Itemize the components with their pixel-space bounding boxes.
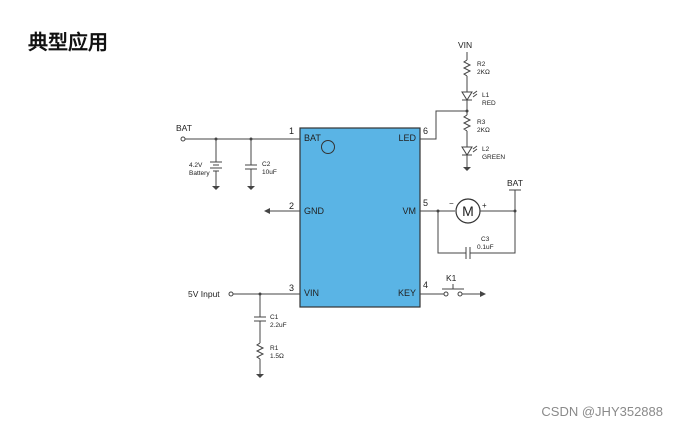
c1-name: C1 <box>270 314 279 321</box>
net-label-bat-left: BAT <box>176 123 192 133</box>
pin1-marker <box>321 140 335 154</box>
l1-value: RED <box>482 100 496 107</box>
resistor-r3 <box>462 114 472 132</box>
net-label-vin: VIN <box>458 40 472 50</box>
l2-value: GREEN <box>482 154 505 161</box>
l1-name: L1 <box>482 92 490 99</box>
battery-symbol <box>210 161 222 172</box>
c3-name: C3 <box>481 236 490 243</box>
pin-name-led: LED <box>398 133 416 143</box>
capacitor-c1 <box>254 316 266 322</box>
net-label-bat-right: BAT <box>507 178 523 188</box>
r2-name: R2 <box>477 61 486 68</box>
r1-name: R1 <box>270 345 279 352</box>
l2-name: L2 <box>482 146 490 153</box>
r3-value: 2KΩ <box>477 127 490 134</box>
led-l1 <box>461 90 478 101</box>
battery-value: 4.2V <box>189 162 203 169</box>
ic-chip <box>299 127 421 308</box>
motor-minus: − <box>449 199 454 208</box>
k1-name: K1 <box>446 273 457 283</box>
c2-name: C2 <box>262 161 271 168</box>
r3-name: R3 <box>477 119 486 126</box>
pin-number-1: 1 <box>289 126 294 136</box>
c2-value: 10uF <box>262 169 277 176</box>
pin-name-vm: VM <box>403 206 417 216</box>
motor-symbol: M <box>462 203 474 219</box>
pin-name-bat: BAT <box>304 133 321 143</box>
r1-value: 1.5Ω <box>270 353 284 360</box>
pin-number-5: 5 <box>423 198 428 208</box>
c3-value: 0.1uF <box>477 244 494 251</box>
capacitor-c3 <box>465 247 471 259</box>
c1-value: 2.2uF <box>270 322 287 329</box>
pin-number-6: 6 <box>423 126 428 136</box>
r2-value: 2KΩ <box>477 69 490 76</box>
page-title: 典型应用 <box>28 30 108 54</box>
pin-number-4: 4 <box>423 280 428 290</box>
pin-number-2: 2 <box>289 201 294 211</box>
pin-name-vin: VIN <box>304 288 319 298</box>
pin-name-key: KEY <box>398 288 416 298</box>
capacitor-c2 <box>245 164 257 170</box>
switch-k1 <box>442 284 464 297</box>
battery-label: Battery <box>189 170 210 177</box>
led-l2 <box>461 145 478 156</box>
pin-name-gnd: GND <box>304 206 325 216</box>
motor-plus: + <box>482 201 487 210</box>
resistor-r2 <box>462 59 472 77</box>
pin-number-3: 3 <box>289 283 294 293</box>
net-label-5v-input: 5V Input <box>188 289 220 299</box>
resistor-r1 <box>255 342 265 360</box>
watermark: CSDN @JHY352888 <box>541 404 663 419</box>
